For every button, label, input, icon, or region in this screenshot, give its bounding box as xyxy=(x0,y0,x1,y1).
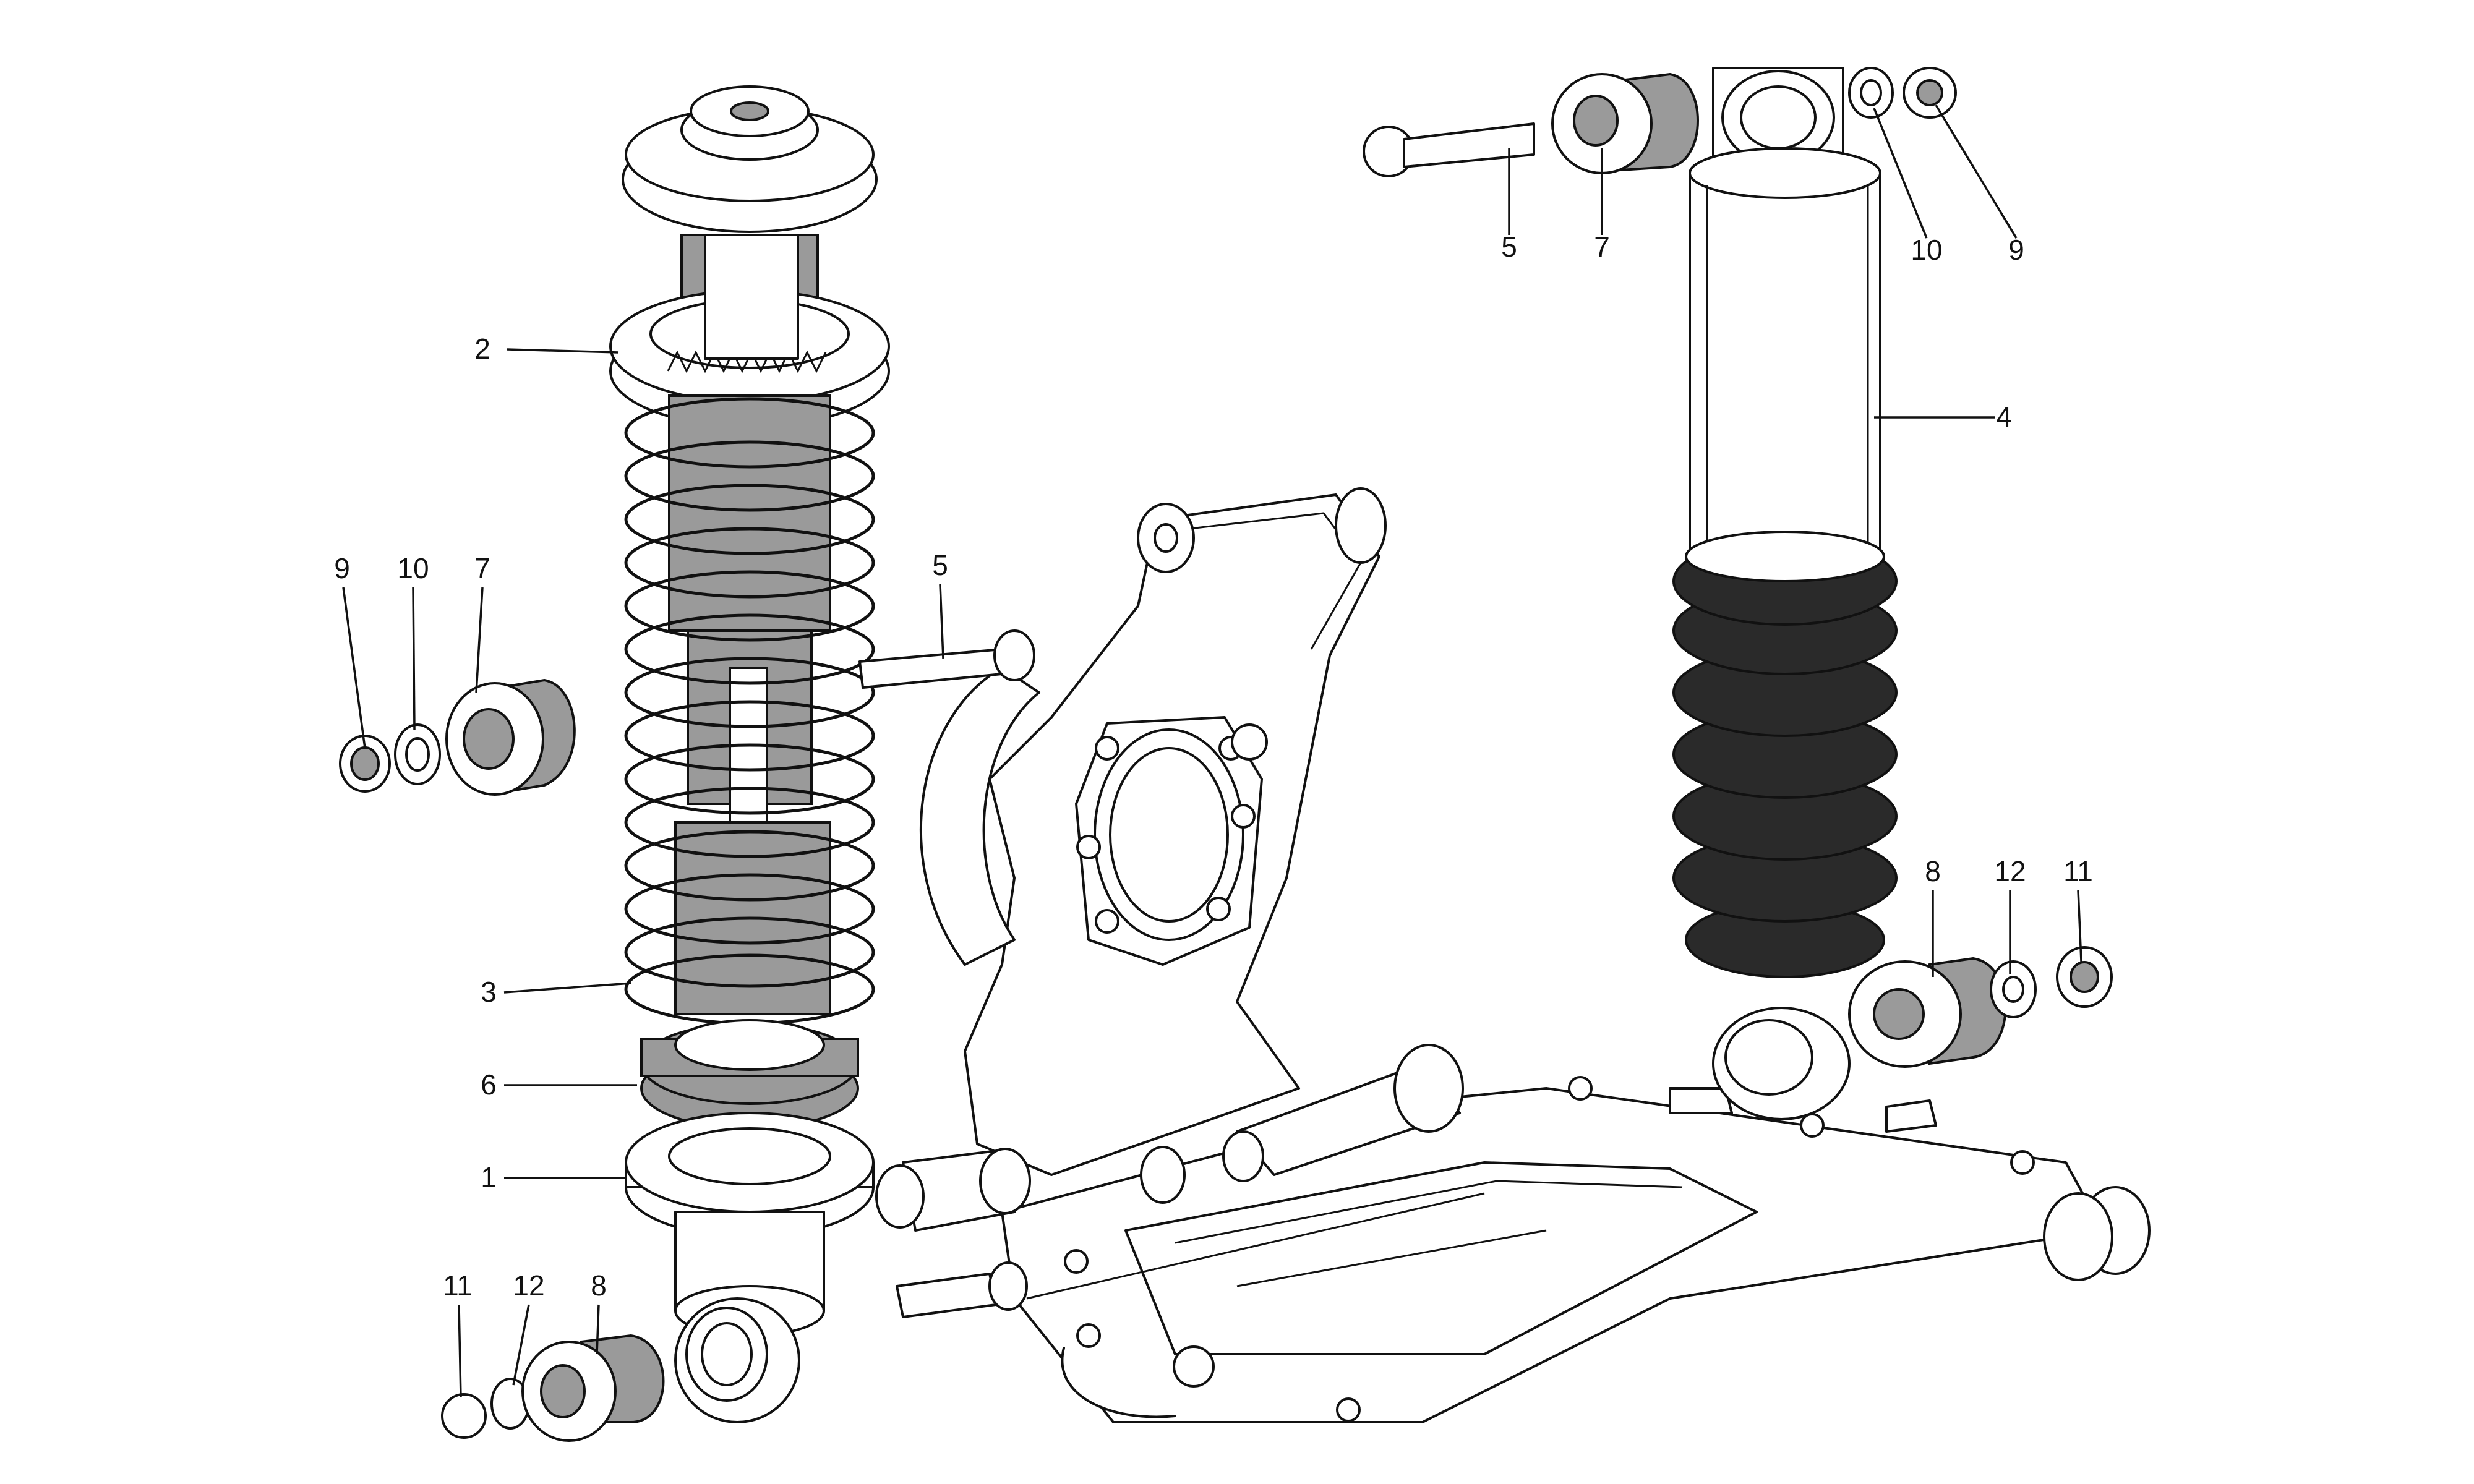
right-shock-absorber xyxy=(1672,67,1898,1120)
callout-9-left: 9 xyxy=(334,552,350,584)
dust-boot-bellows xyxy=(1672,531,1898,978)
callout-7-top: 7 xyxy=(1594,231,1610,263)
callout-12-bottom: 12 xyxy=(513,1269,544,1302)
callout-10-left: 10 xyxy=(397,552,429,584)
callout-8-right: 8 xyxy=(1925,855,1941,887)
coil-spring xyxy=(624,397,875,1025)
rear-hub-carrier xyxy=(919,487,1387,1176)
bolt-5-top xyxy=(1363,122,1535,177)
callout-3: 3 xyxy=(481,976,497,1008)
bush-7-left xyxy=(445,678,576,796)
callout-11-right: 11 xyxy=(2063,855,2093,887)
callout-5-top: 5 xyxy=(1501,231,1517,263)
leader-lines xyxy=(342,104,2082,1398)
bush-8-bottom xyxy=(521,1334,665,1442)
callout-1: 1 xyxy=(481,1161,497,1193)
nut-9-top xyxy=(1903,67,1957,119)
callout-11-bottom: 11 xyxy=(443,1269,473,1302)
callout-numbers: 2 3 6 1 9 10 7 5 11 12 8 5 7 10 9 4 8 12… xyxy=(334,231,2093,1302)
callout-7-left: 7 xyxy=(474,552,490,584)
lower-wishbone xyxy=(875,1044,2151,1423)
callout-10-top: 10 xyxy=(1911,234,1942,266)
bolt-5-center xyxy=(858,629,1035,689)
nut-11-right xyxy=(2056,946,2113,1008)
callout-8-bottom: 8 xyxy=(591,1269,607,1302)
callout-2: 2 xyxy=(474,333,490,365)
top-spring-cup xyxy=(622,85,878,233)
callout-12-right: 12 xyxy=(1994,855,2026,887)
callout-6: 6 xyxy=(481,1068,497,1101)
callout-9-top: 9 xyxy=(2008,234,2024,266)
washer-12-right xyxy=(1990,960,2037,1018)
nut-9-left xyxy=(339,735,391,793)
left-coilover-assembly xyxy=(609,85,890,1423)
bush-7-top xyxy=(1551,72,1699,174)
washer-10-top xyxy=(1848,67,1894,119)
bush-8-right xyxy=(1848,957,2007,1068)
callout-4: 4 xyxy=(1996,401,2012,433)
callout-5-center: 5 xyxy=(932,549,948,581)
washer-10-left xyxy=(394,723,441,785)
nut-11-bottom xyxy=(441,1393,487,1439)
lower-damper-eye xyxy=(674,1297,800,1423)
lower-spring-collar xyxy=(640,1019,859,1130)
